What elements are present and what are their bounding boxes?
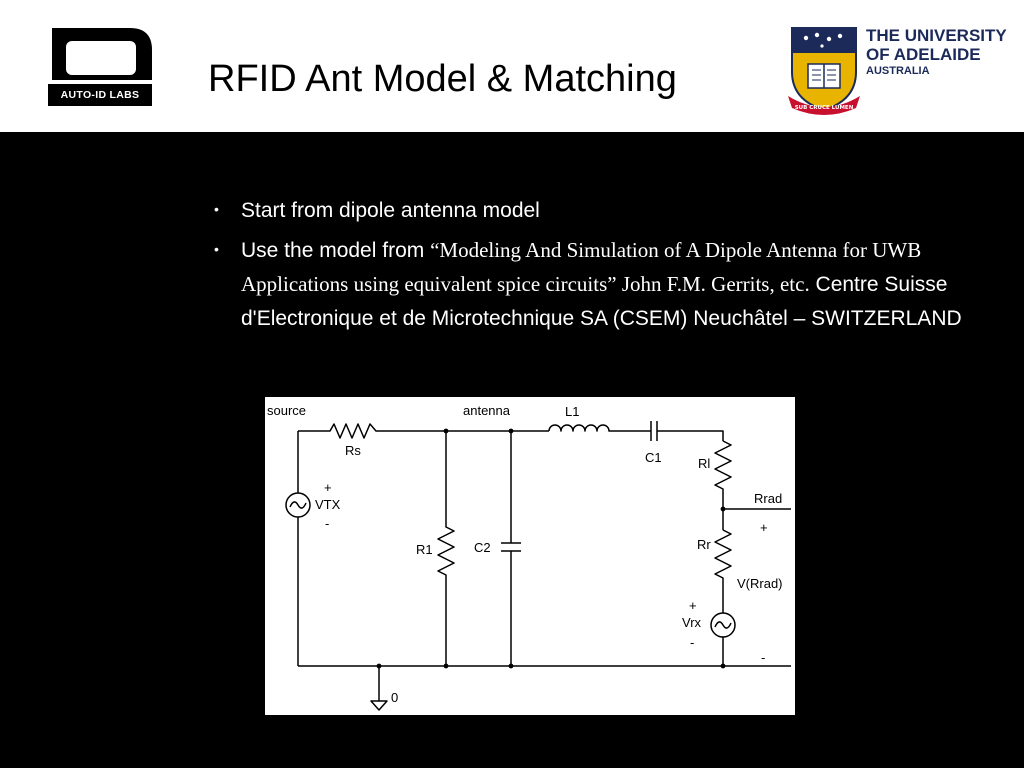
bullet-dot-icon: • [214, 241, 219, 257]
slide-header: AUTO-ID LABS RFID Ant Model & Matching S… [0, 0, 1024, 132]
university-crest-icon: SUB CRUCE LUMEN [784, 22, 864, 116]
label-ground: 0 [391, 690, 398, 705]
label-r1: R1 [416, 542, 433, 557]
label-rrad: Rrad [754, 491, 782, 506]
label-rrad-minus: - [761, 650, 765, 665]
auto-id-labs-text: AUTO-ID LABS [48, 84, 152, 106]
label-vrad: V(Rrad) [737, 576, 783, 591]
university-country: AUSTRALIA [866, 65, 930, 77]
bullet-text: Start from dipole antenna model [241, 199, 540, 222]
label-vtx: VTX [315, 497, 341, 512]
label-vtx-minus: - [325, 516, 329, 531]
label-antenna: antenna [463, 403, 511, 418]
label-c2: C2 [474, 540, 491, 555]
circuit-diagram: source antenna L1 Rs C1 Rl Rrad + Rr V(R… [265, 397, 795, 715]
university-name-line1: THE UNIVERSITY [866, 26, 1007, 45]
bullet-citation: “Modeling And Simulation of A Dipole Ant… [241, 238, 922, 296]
slide-title: RFID Ant Model & Matching [208, 58, 677, 100]
label-rr: Rr [697, 537, 711, 552]
university-name-line2: OF ADELAIDE [866, 45, 981, 64]
label-vrx-minus: - [690, 635, 694, 650]
university-motto: SUB CRUCE LUMEN [795, 105, 854, 111]
bullet-text-prefix: Use the model from [241, 239, 431, 262]
bullet-list: • Start from dipole antenna model • Use … [208, 194, 988, 342]
label-rs: Rs [345, 443, 361, 458]
label-vtx-plus: + [324, 480, 332, 495]
label-rrad-plus: + [760, 520, 768, 535]
label-c1: C1 [645, 450, 662, 465]
label-vrx: Vrx [682, 615, 702, 630]
bullet-dot-icon: • [214, 201, 219, 217]
label-l1: L1 [565, 404, 579, 419]
bullet-text-suffix: Centre Suisse d'Electronique et de Micro… [241, 273, 962, 330]
bullet-item: • Use the model from “Modeling And Simul… [208, 234, 988, 336]
auto-id-labs-logo: AUTO-ID LABS [48, 24, 156, 116]
university-name: THE UNIVERSITY OF ADELAIDE AUSTRALIA [866, 26, 1007, 79]
label-vrx-plus: + [689, 598, 697, 613]
bullet-item: • Start from dipole antenna model [208, 194, 988, 228]
label-rl: Rl [698, 456, 710, 471]
label-source: source [267, 403, 306, 418]
